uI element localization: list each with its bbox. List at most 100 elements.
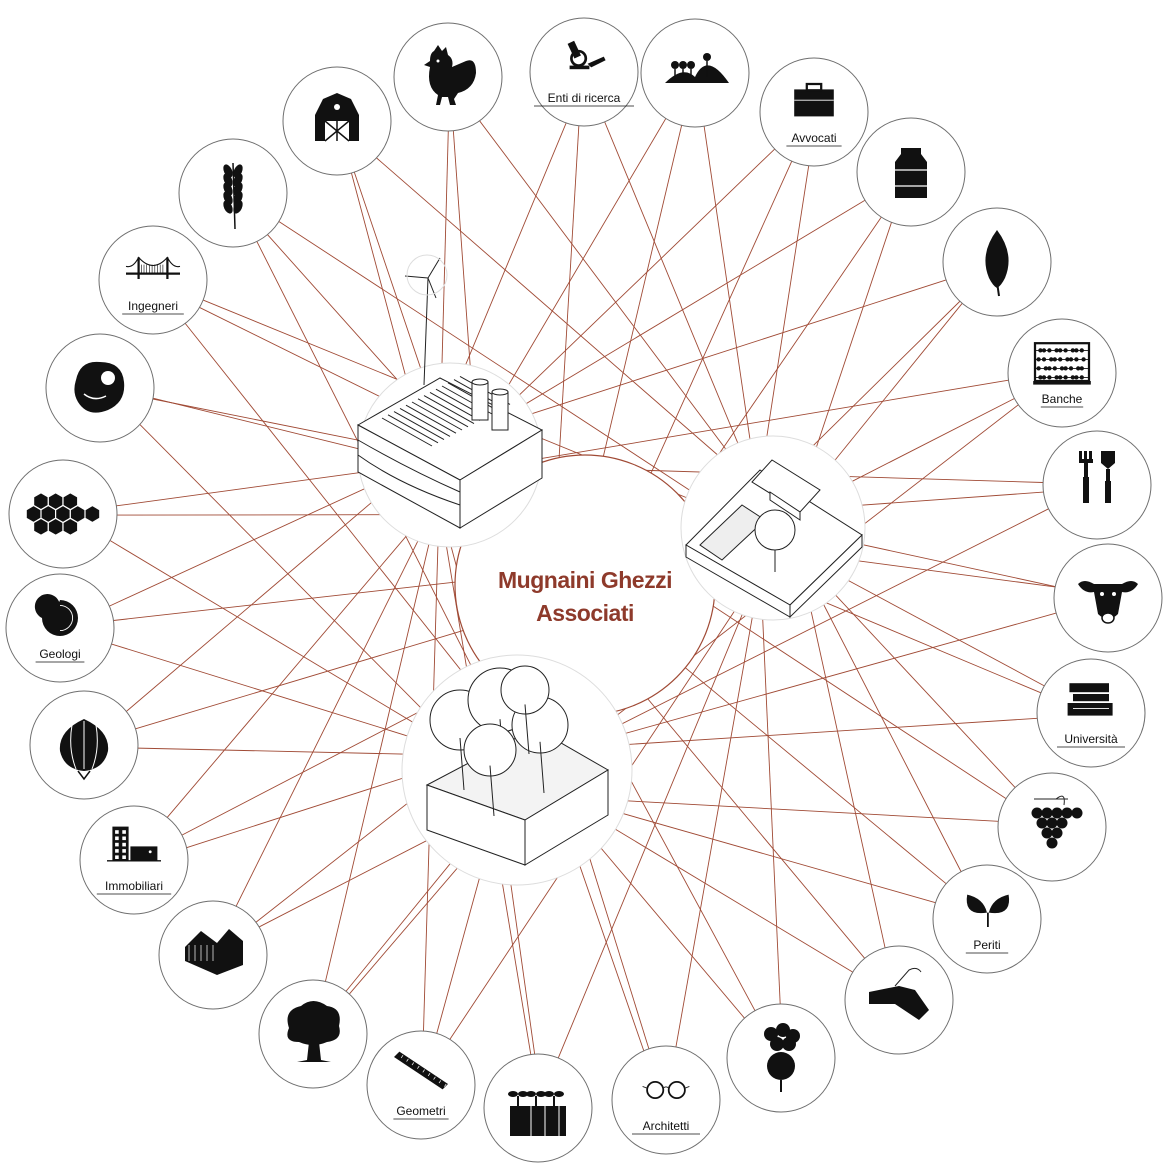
node-honeycomb <box>8 459 118 569</box>
node-oak-tree <box>258 979 368 1089</box>
hubs <box>356 254 866 886</box>
briefcase-icon <box>794 82 834 117</box>
steak-icon <box>74 361 125 413</box>
connection-line <box>506 855 536 1055</box>
center-title-line1: Mugnaini Ghezzi <box>498 567 672 593</box>
center-title-line2: Associati <box>536 600 634 626</box>
connection-line <box>557 593 752 1059</box>
node-label: Banche <box>1042 392 1083 406</box>
connection-line <box>819 578 1016 788</box>
connection-line <box>456 122 567 387</box>
glasses-icon <box>642 1080 690 1100</box>
node-label: Università <box>1064 732 1118 746</box>
node-circle <box>98 225 208 335</box>
forest-block <box>401 654 633 886</box>
connection-line <box>353 172 429 390</box>
node-circle <box>366 1030 476 1140</box>
node-onion <box>29 690 139 800</box>
node-circle <box>529 17 639 127</box>
connection-line <box>761 596 781 1005</box>
node-barn <box>282 66 392 176</box>
connection-line <box>598 612 1057 742</box>
beet-icon <box>764 1023 800 1092</box>
connection-line <box>440 130 449 387</box>
wheat-icon <box>223 162 243 230</box>
connection-line <box>166 517 423 818</box>
node-garden-tools <box>1042 430 1152 540</box>
node-label: Ingegneri <box>128 299 178 313</box>
node-buildings: Immobiliari <box>79 805 189 915</box>
node-glasses: Architetti <box>611 1045 721 1155</box>
connection-line <box>598 798 999 822</box>
ruler-icon <box>394 1051 448 1090</box>
node-label: Enti di ricerca <box>548 91 621 105</box>
nodes: Enti di ricercaAvvocatiBancheUniversitàP… <box>5 17 1163 1163</box>
bridge-icon <box>125 256 181 280</box>
node-abacus: Banche <box>1007 318 1117 428</box>
node-wheat <box>178 138 288 248</box>
rooster-icon <box>424 45 476 105</box>
connection-line <box>604 121 747 465</box>
node-milk-can <box>856 117 966 227</box>
connection-line <box>109 478 386 607</box>
connection-line <box>762 165 810 460</box>
node-books: Università <box>1036 658 1146 768</box>
node-label: Architetti <box>643 1119 690 1133</box>
honeycomb-icon <box>25 492 101 536</box>
connection-line <box>496 118 667 405</box>
connection-line <box>805 588 886 948</box>
connection-line <box>111 643 435 745</box>
seedling-planter-icon <box>508 1091 566 1136</box>
node-label: Periti <box>973 938 1000 952</box>
node-circle <box>611 1045 721 1155</box>
microscope-plough-icon <box>567 40 606 70</box>
node-rooster <box>393 22 503 132</box>
grapes-icon <box>1031 795 1083 849</box>
garden-tools-icon <box>1079 451 1115 503</box>
connection-line <box>345 841 469 992</box>
connection-line <box>703 126 754 462</box>
node-beet <box>726 1003 836 1113</box>
connection-line <box>835 557 1056 588</box>
onion-icon <box>59 719 109 781</box>
node-greenhouse <box>158 900 268 1010</box>
connection-line <box>502 148 776 412</box>
hills-trees-icon <box>665 53 729 83</box>
connection-line <box>199 307 401 408</box>
node-label: Geologi <box>39 647 80 661</box>
connection-line <box>582 825 745 1019</box>
node-label: Avvocati <box>791 131 836 145</box>
node-circle <box>1007 318 1117 428</box>
node-cow <box>1053 543 1163 653</box>
node-circle <box>178 138 288 248</box>
node-label: Immobiliari <box>105 879 163 893</box>
connection-line <box>137 747 433 756</box>
farm-land-block <box>356 254 544 548</box>
connection-line <box>184 323 480 693</box>
plough-icon <box>869 967 929 1020</box>
node-plough <box>844 945 954 1055</box>
connection-line <box>267 234 414 398</box>
node-circle <box>1042 430 1152 540</box>
node-ruler: Geometri <box>366 1030 476 1140</box>
barn-icon <box>315 93 359 142</box>
connection-line <box>808 222 892 470</box>
connection-line <box>116 469 383 507</box>
books-icon <box>1067 683 1113 716</box>
connection-line <box>506 199 866 416</box>
connection-line <box>109 540 438 738</box>
node-hills-trees <box>640 18 750 128</box>
node-sprout: Periti <box>932 864 1042 974</box>
connection-line <box>518 379 1009 463</box>
node-seedling-planter <box>483 1053 593 1163</box>
connection-line <box>258 826 453 928</box>
connection-line <box>820 303 963 479</box>
node-steak <box>45 333 155 443</box>
node-label: Geometri <box>396 1104 445 1118</box>
farmhouse-block <box>680 435 866 621</box>
buildings-icon <box>106 826 162 862</box>
connection-line <box>139 424 442 729</box>
center-label: Mugnaini Ghezzi Associati <box>498 567 672 626</box>
